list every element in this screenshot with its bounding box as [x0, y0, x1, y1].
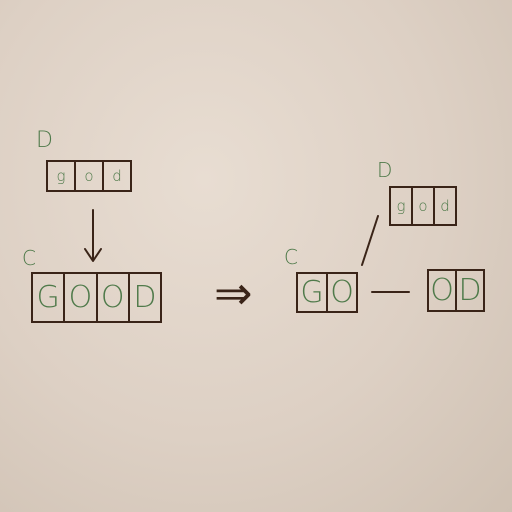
left-small-cell: g	[48, 162, 76, 190]
right-go-cell: O	[330, 274, 354, 310]
right-small-box: g o d	[389, 186, 457, 226]
left-small-box: g o d	[46, 160, 132, 192]
down-arrow-head	[84, 248, 102, 262]
right-go-cell: G	[298, 274, 328, 311]
left-big-cell: G	[33, 274, 66, 321]
right-d-label: D	[377, 158, 393, 182]
left-d-label: D	[36, 128, 53, 153]
right-go-box: G O	[296, 272, 358, 313]
right-od-box: O D	[427, 269, 485, 312]
right-small-cell: d	[440, 196, 450, 215]
left-big-box: G O O D	[31, 272, 162, 323]
right-small-cell: g	[391, 188, 413, 224]
right-c-label: C	[284, 245, 298, 269]
left-big-cell: O	[65, 274, 98, 321]
right-od-cell: D	[458, 272, 482, 308]
left-c-label: C	[22, 246, 36, 270]
left-big-cell: D	[133, 279, 157, 315]
right-small-cell: o	[413, 188, 435, 224]
left-big-cell: O	[98, 274, 130, 321]
left-small-cell: o	[76, 162, 104, 190]
right-od-cell: O	[429, 271, 457, 310]
diagonal-link	[361, 215, 379, 266]
implies-arrow: ⇒	[214, 266, 253, 320]
left-small-cell: d	[112, 166, 122, 185]
